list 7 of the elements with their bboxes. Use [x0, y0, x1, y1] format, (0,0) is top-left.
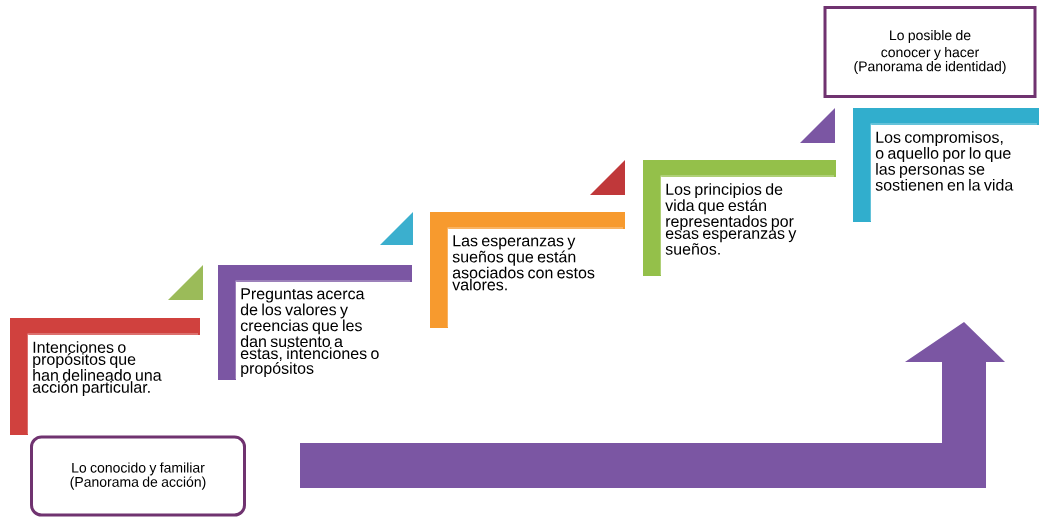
step-bracket: Las esperanzas y sueños que están asociados con estos valores. [430, 160, 625, 328]
step-bracket: Intenciones o propósitos que han delineado una acción particular. [10, 265, 203, 435]
step-bracket: Los compromisos, o aquello por lo que las personas se sostienen en la vida [853, 108, 1039, 222]
step-bracket: Preguntas acerca de los valores y creencias que les dan sustento a estas, intenciones o propósitos [218, 212, 413, 380]
panel-box: Lo conocido y familiar (Panorama de acción) [30, 435, 246, 517]
step-bracket: Los principios de vida que están representados por esas esperanzas y sueños. [643, 108, 836, 276]
panel-box: Lo posible de conocer y hacer (Panorama de identidad) [823, 6, 1037, 98]
